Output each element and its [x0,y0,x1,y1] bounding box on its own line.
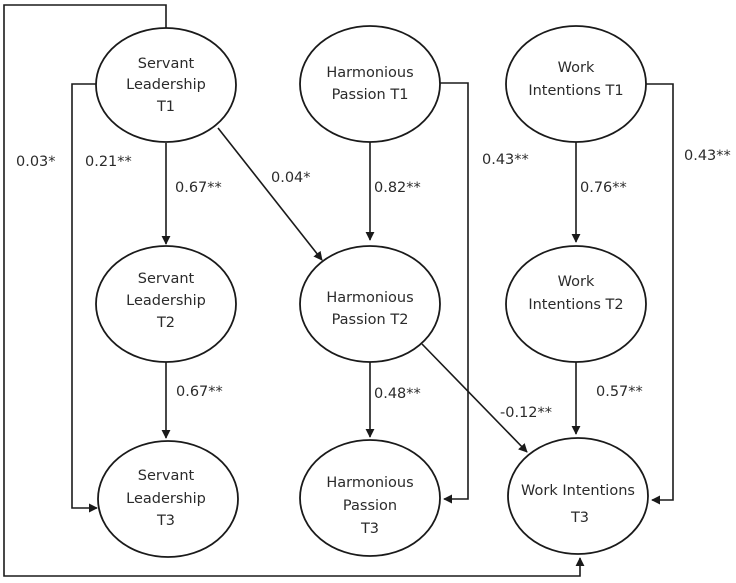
node-label-line: Servant [138,56,195,72]
edge-label-hp2-hp3: 0.48** [374,386,421,402]
node-work-intentions-t2: Work Intentions T2 [505,245,647,363]
node-label-line: Passion [343,498,397,514]
edge-wi1-wi3 [644,83,674,505]
edge-label-wi2-wi3: 0.57** [596,384,643,400]
node-label-line: Harmonious [326,290,413,306]
node-label-line: Passion T2 [332,312,409,328]
edge-label-sl2-sl3: 0.67** [176,384,223,400]
node-label-line: T2 [156,315,175,331]
edge-label-sl1-wi3: 0.03* [16,154,56,170]
node-servant-leadership-t2: Servant Leadership T2 [95,245,237,363]
node-harmonious-passion-t3: Harmonious Passion T3 [299,439,441,557]
edge-label-sl1-sl2: 0.67** [175,180,222,196]
edge-hp1-hp3 [440,82,469,504]
edge-label-sl1-hp2: 0.04* [271,170,311,186]
edge-hp2-wi3 [421,343,528,453]
node-servant-leadership-t3: Servant Leadership T3 [97,440,239,558]
node-label-line: Harmonious [326,475,413,491]
edge-label-hp1-hp3: 0.43** [482,152,529,168]
node-label-line: Work [558,274,595,290]
node-label-line: Leadership [126,293,206,309]
node-label-line: T3 [570,510,589,526]
edge-sl1-wi3 [3,4,585,577]
node-label-line: Intentions T2 [528,297,623,313]
node-label-line: Leadership [126,491,206,507]
edge-label-hp1-hp2: 0.82** [374,180,421,196]
node-harmonious-passion-t1: Harmonious Passion T1 [299,25,441,143]
node-label-line: Harmonious [326,65,413,81]
node-label-line: Work Intentions [521,483,635,499]
node-label-line: Leadership [126,77,206,93]
node-work-intentions-t3: Work Intentions T3 [507,437,649,555]
node-label-line: Intentions T1 [528,83,623,99]
edge-label-sl1-sl3: 0.21** [85,154,132,170]
node-label-line: Work [558,60,595,76]
node-label-line: T3 [360,521,379,537]
node-harmonious-passion-t2: Harmonious Passion T2 [299,245,441,363]
edge-label-wi1-wi3: 0.43** [684,148,731,164]
node-label-line: Servant [138,271,195,287]
edge-sl1-sl3 [71,83,98,513]
node-label-line: Passion T1 [332,87,409,103]
edge-label-wi1-wi2: 0.76** [580,180,627,196]
edge-label-hp2-wi3: -0.12** [500,405,552,421]
node-label-line: Servant [138,468,195,484]
node-label-line: T3 [156,513,175,529]
node-work-intentions-t1: Work Intentions T1 [505,25,647,143]
node-label-line: T1 [156,99,175,115]
edge-sl1-hp2 [217,127,323,261]
node-servant-leadership-t1: Servant Leadership T1 [95,27,237,143]
